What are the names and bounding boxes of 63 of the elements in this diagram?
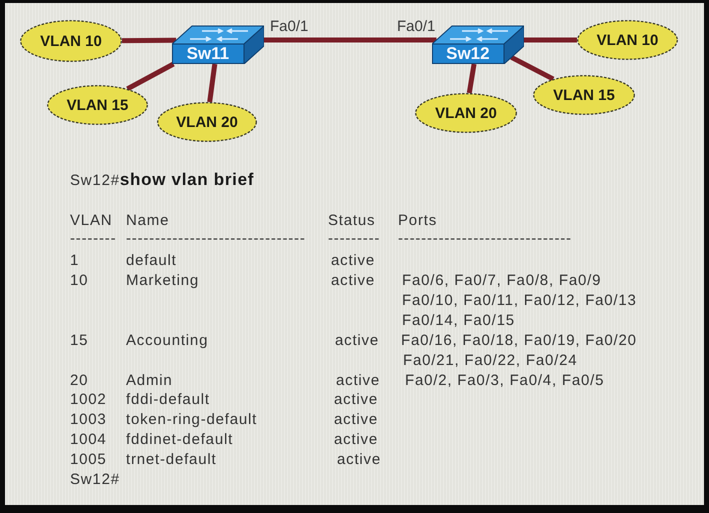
port-list: Fa0/6, Fa0/7, Fa0/8, Fa0/9 bbox=[402, 272, 602, 290]
vlan-name: Marketing bbox=[126, 272, 200, 290]
vlan-ellipse bbox=[20, 20, 122, 62]
port-list: Fa0/10, Fa0/11, Fa0/12, Fa0/13 bbox=[402, 292, 637, 310]
vlan-name: fddinet-default bbox=[126, 431, 234, 449]
vlan-ellipse bbox=[577, 20, 678, 60]
vlan-status: active bbox=[331, 252, 375, 270]
column-header: VLAN bbox=[70, 212, 112, 230]
network-link bbox=[524, 38, 577, 42]
vlan-id: 20 bbox=[70, 372, 88, 390]
vlan-name: default bbox=[126, 252, 177, 270]
separator-dashes: ------------------------------ bbox=[398, 230, 572, 248]
command-prompt: Sw12#show vlan brief bbox=[70, 171, 254, 190]
vlan-id: 10 bbox=[70, 272, 88, 290]
node-label: VLAN 20 bbox=[176, 114, 238, 130]
vlan-id: 1 bbox=[70, 252, 80, 270]
vlan-name: fddi-default bbox=[126, 391, 210, 409]
node-label: VLAN 15 bbox=[553, 86, 615, 104]
port-list: Fa0/21, Fa0/22, Fa0/24 bbox=[403, 352, 578, 370]
column-header: Name bbox=[126, 212, 170, 230]
column-header: Status bbox=[328, 212, 376, 230]
port-label: Fa0/1 bbox=[270, 18, 308, 35]
network-link bbox=[264, 38, 436, 42]
vlan-id: 1004 bbox=[70, 431, 107, 449]
vlan-status: active bbox=[336, 372, 380, 390]
vlan-status: active bbox=[337, 451, 381, 469]
port-label: Fa0/1 bbox=[397, 18, 436, 35]
vlan-ellipse bbox=[157, 102, 257, 142]
vlan-name: Admin bbox=[126, 372, 173, 390]
vlan-ellipse bbox=[415, 93, 517, 133]
vlan-ellipse bbox=[47, 85, 148, 125]
network-link bbox=[126, 62, 175, 92]
node-label: VLAN 20 bbox=[435, 104, 497, 122]
port-list: Fa0/16, Fa0/18, Fa0/19, Fa0/20 bbox=[401, 332, 637, 350]
port-list: Fa0/2, Fa0/3, Fa0/4, Fa0/5 bbox=[405, 372, 604, 390]
vlan-name: token-ring-default bbox=[126, 411, 258, 429]
network-link bbox=[207, 64, 218, 102]
vlan-id: 1002 bbox=[70, 391, 107, 409]
separator-dashes: --------- bbox=[328, 230, 380, 248]
node-label: Sw12 bbox=[445, 44, 491, 64]
vlan-id: 1003 bbox=[70, 411, 107, 429]
vlan-name: Accounting bbox=[126, 332, 208, 350]
vlan-name: trnet-default bbox=[126, 451, 216, 469]
vlan-status: active bbox=[334, 431, 378, 449]
network-link bbox=[510, 55, 554, 82]
separator-dashes: -------- bbox=[70, 230, 116, 248]
port-list: Fa0/14, Fa0/15 bbox=[402, 312, 515, 330]
vlan-status: active bbox=[334, 411, 378, 429]
node-label: VLAN 10 bbox=[40, 32, 102, 50]
command-prompt: Sw12# bbox=[70, 471, 120, 489]
network-link bbox=[466, 64, 477, 94]
node-label: Sw11 bbox=[186, 44, 230, 64]
separator-dashes: ------------------------------- bbox=[126, 230, 306, 248]
node-label: VLAN 10 bbox=[596, 32, 658, 48]
vlan-status: active bbox=[331, 272, 375, 290]
network-link bbox=[122, 38, 176, 44]
vlan-status: active bbox=[335, 332, 379, 350]
column-header: Ports bbox=[398, 212, 438, 230]
vlan-id: 1005 bbox=[70, 451, 107, 469]
vlan-id: 15 bbox=[70, 332, 88, 350]
vlan-ellipse bbox=[533, 75, 635, 115]
node-label: VLAN 15 bbox=[66, 96, 128, 114]
vlan-status: active bbox=[334, 391, 378, 409]
